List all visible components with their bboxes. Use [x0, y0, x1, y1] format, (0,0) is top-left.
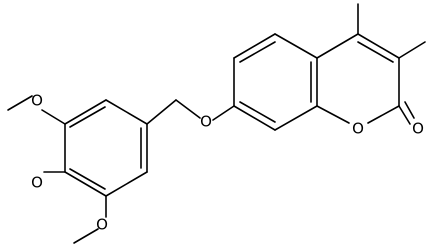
bond: [316, 33, 359, 59]
bond: [105, 171, 148, 197]
bond: [239, 101, 276, 123]
bond: [404, 101, 415, 119]
atom-label: O: [200, 113, 212, 131]
bond: [73, 228, 99, 244]
bond: [274, 105, 318, 131]
bond: [175, 99, 201, 119]
bond: [41, 109, 66, 125]
atom-label: O: [412, 120, 424, 138]
bond: [239, 41, 276, 63]
bond: [64, 171, 107, 197]
atom-label: O: [31, 92, 43, 110]
bond: [367, 105, 400, 124]
atom-label: O: [96, 216, 108, 234]
bond: [398, 105, 411, 125]
atom-labels: O O O O O O: [31, 92, 424, 234]
bond: [316, 105, 350, 124]
bond: [105, 99, 148, 125]
bond: [146, 99, 177, 125]
bond: [69, 106, 106, 128]
bond: [357, 41, 394, 63]
bond: [7, 95, 33, 111]
bonds: [7, 3, 426, 244]
bond: [357, 33, 400, 59]
bond: [212, 105, 235, 121]
bond: [233, 105, 276, 131]
bond: [274, 33, 318, 59]
bond: [64, 99, 107, 125]
carbonyl-bond: [398, 101, 415, 125]
atom-label: O: [31, 174, 43, 192]
bond: [69, 168, 106, 190]
atom-label: O: [352, 120, 364, 138]
bond: [398, 41, 426, 59]
bond: [233, 33, 276, 59]
